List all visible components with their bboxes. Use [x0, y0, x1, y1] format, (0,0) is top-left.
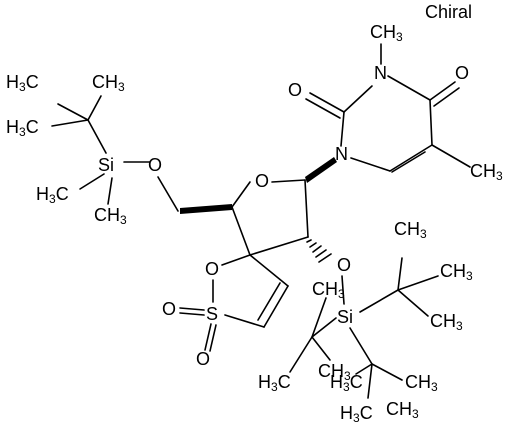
- label-rtbu-ch3-3: CH3: [430, 311, 463, 333]
- bond-c2u-o-2: [305, 98, 341, 119]
- bond-c1-c2: [304, 179, 309, 238]
- bond-c2-c3: [249, 236, 309, 256]
- bond-c5u-c6u-inner: [391, 151, 426, 173]
- bond-c4-o4: [231, 181, 251, 208]
- label-h3c-si: H3C: [36, 184, 69, 206]
- label-btbu-ch3-1: CH3: [405, 372, 438, 394]
- bond-cvinyl-cvinyl-2: [257, 282, 281, 321]
- label-h3c-a: H3C: [6, 72, 39, 94]
- atom-s: S: [206, 304, 218, 324]
- atom-n3: N: [374, 63, 387, 83]
- bond-rtbu-1: [397, 257, 403, 291]
- label-rtbu-ch3-2: CH3: [440, 261, 473, 283]
- hash-c2-o: [306, 239, 332, 263]
- chiral-flag: Chiral: [425, 2, 472, 22]
- atom-ch3-n3: CH3: [370, 22, 403, 44]
- bond-c2u-o: [309, 92, 345, 113]
- bond-btbu-2: [371, 363, 403, 381]
- bond-si-ctbu: [87, 119, 107, 154]
- bond-btbu-1: [355, 363, 373, 375]
- wedge-c4-ch2: [180, 204, 232, 214]
- bond-ltbu-1: [311, 297, 327, 338]
- bond-si-me2: [107, 177, 113, 205]
- bond-c3-c4: [231, 206, 251, 256]
- label-btbu-h3c-2: H3C: [340, 403, 373, 425]
- bond-s-o1-2: [179, 312, 205, 316]
- label-ltbu-ch3-3: CH3: [318, 361, 351, 383]
- bond-si-ctbu-left: [311, 317, 337, 338]
- atom-o-c2: O: [288, 80, 302, 100]
- bond-cvinyl-c3: [249, 254, 289, 287]
- bond-rtbu-3: [397, 289, 429, 317]
- bond-btbu-3: [367, 363, 373, 399]
- bond-si-ctbu-right: [359, 289, 399, 313]
- label-ltbu-ch3-up: CH3: [312, 279, 345, 301]
- bond-ctbu-c: [51, 119, 89, 127]
- bond-s-o2: [204, 323, 212, 351]
- bond-si-ctbu-bottom: [349, 327, 373, 365]
- bond-o-si-bot: [341, 275, 345, 305]
- label-h3c-c: H3C: [6, 117, 39, 139]
- bond-c5u-c6u: [389, 144, 433, 172]
- bond-si-me1: [79, 173, 105, 190]
- atom-labels: O N N O O CH3 CH3 O Si O S O O O Si H3C …: [6, 22, 503, 425]
- bond-c4u-o-2: [433, 87, 460, 107]
- bond-cvinyl-cvinyl: [263, 285, 289, 328]
- bond-c2u-n3: [343, 85, 373, 113]
- label-ch3-si: CH3: [94, 205, 127, 227]
- atom-n1: N: [335, 144, 348, 164]
- bond-ch2-o: [157, 176, 179, 212]
- label-ch3-b: CH3: [92, 72, 125, 94]
- bond-s-o2-2: [209, 324, 217, 352]
- bond-ltbu-3: [311, 336, 331, 361]
- atom-o-c4: O: [455, 63, 469, 83]
- bond-s-cvinyl: [224, 314, 265, 328]
- atom-o-s1: O: [162, 299, 176, 319]
- bond-ltbu-2: [289, 336, 313, 373]
- atom-o-ring: O: [255, 171, 269, 191]
- label-ltbu-h3c-1: H3C: [258, 372, 291, 394]
- bond-ctbu-b: [87, 95, 102, 121]
- bond-c4u-c5u: [429, 99, 433, 146]
- bond-o4-c1: [271, 179, 306, 183]
- bond-rtbu-2: [397, 275, 439, 291]
- bond-n1-c2u: [340, 111, 345, 147]
- label-rtbu-ch3-1: CH3: [394, 219, 427, 241]
- bond-n3-c4u: [387, 75, 431, 101]
- wedge-c1-n1: [305, 157, 337, 183]
- atom-si-bot: Si: [337, 307, 353, 327]
- atom-o-ch2: O: [148, 155, 162, 175]
- bond-s-o1: [179, 307, 205, 311]
- bond-c4u-o: [429, 81, 456, 101]
- atom-o-tbs2: O: [337, 255, 351, 275]
- atom-ch3-c5: CH3: [470, 161, 503, 183]
- atom-o-sulfone-ring: O: [205, 259, 219, 279]
- bond-c3-o5: [221, 254, 251, 266]
- label-btbu-ch3-2: CH3: [386, 399, 419, 421]
- bond-c6u-n1: [350, 157, 391, 172]
- bonds: [51, 43, 471, 399]
- bond-ctbu-a: [57, 103, 89, 121]
- bond-c5u-ch3: [431, 144, 471, 168]
- atom-si-top: Si: [98, 155, 114, 175]
- atom-o-s2: O: [196, 349, 210, 369]
- label-btbu-h3c-1: H3C: [330, 372, 363, 394]
